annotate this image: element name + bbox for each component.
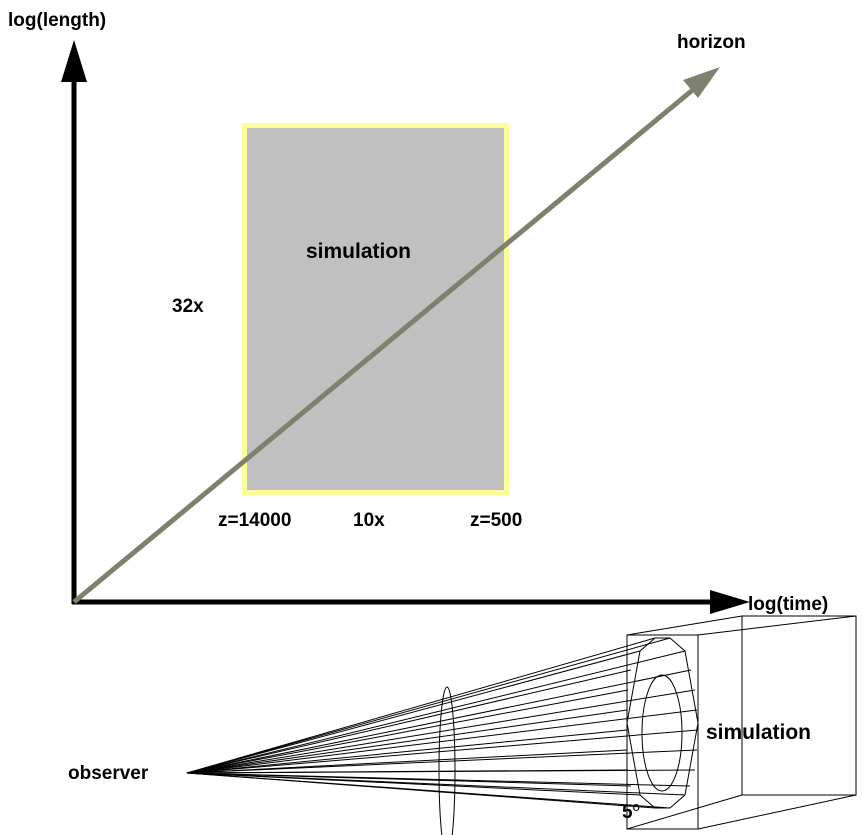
width-ratio-label: 10x (353, 510, 385, 531)
horizon-line (72, 86, 697, 604)
simulation-box-label: simulation (306, 240, 411, 263)
angle-value: 5 (622, 802, 633, 823)
cube-simulation-label: simulation (706, 721, 811, 744)
cube-front-face (626, 634, 699, 830)
degree-symbol: o (633, 799, 640, 814)
y-axis-arrowhead (61, 40, 87, 82)
simulation-box (242, 123, 509, 495)
cone-octagon (626, 637, 699, 809)
cone-rays (186, 637, 699, 809)
angle-label: 5o (622, 799, 640, 823)
x-axis-label: log(time) (748, 594, 828, 615)
horizon-arrow (72, 67, 720, 604)
x-axis-arrowhead (710, 590, 750, 614)
cone-inner-ellipse (641, 674, 683, 792)
light-cone-drawing (186, 615, 857, 835)
cube-back-face (741, 615, 857, 796)
height-ratio-label: 32x (172, 296, 204, 317)
y-axis-label: log(length) (8, 10, 106, 31)
z-right-label: z=500 (470, 510, 522, 531)
z-left-label: z=14000 (218, 510, 291, 531)
axes (61, 40, 750, 614)
observer-label: observer (68, 763, 149, 784)
horizon-arrowhead (683, 67, 720, 98)
horizon-label: horizon (677, 32, 746, 53)
